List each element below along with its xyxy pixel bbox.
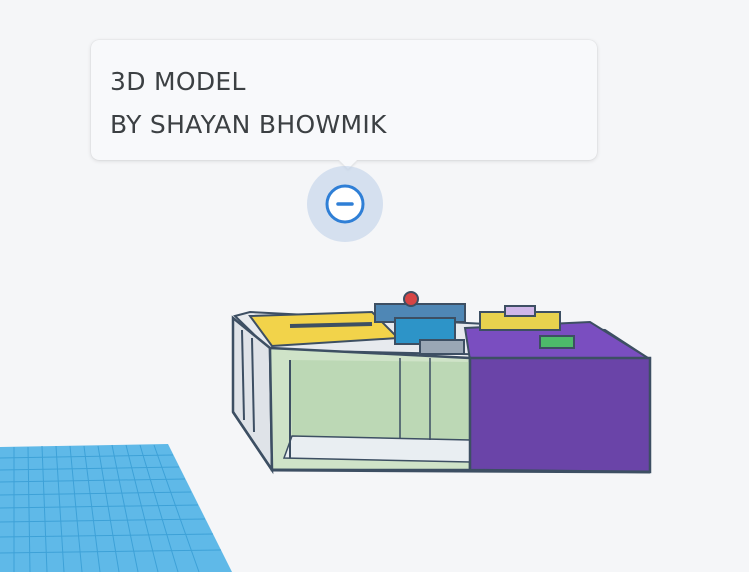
collapse-info-button[interactable] <box>307 166 383 242</box>
tooltip-author: BY SHAYAN BHOWMIK <box>110 110 387 139</box>
tooltip-pointer <box>339 160 357 169</box>
model-info-tooltip: 3D MODEL BY SHAYAN BHOWMIK <box>91 40 597 169</box>
3d-model[interactable] <box>231 291 652 475</box>
workplane-grid[interactable] <box>0 444 232 572</box>
minus-circle-icon <box>325 184 365 224</box>
tooltip-title: 3D MODEL <box>110 67 246 96</box>
